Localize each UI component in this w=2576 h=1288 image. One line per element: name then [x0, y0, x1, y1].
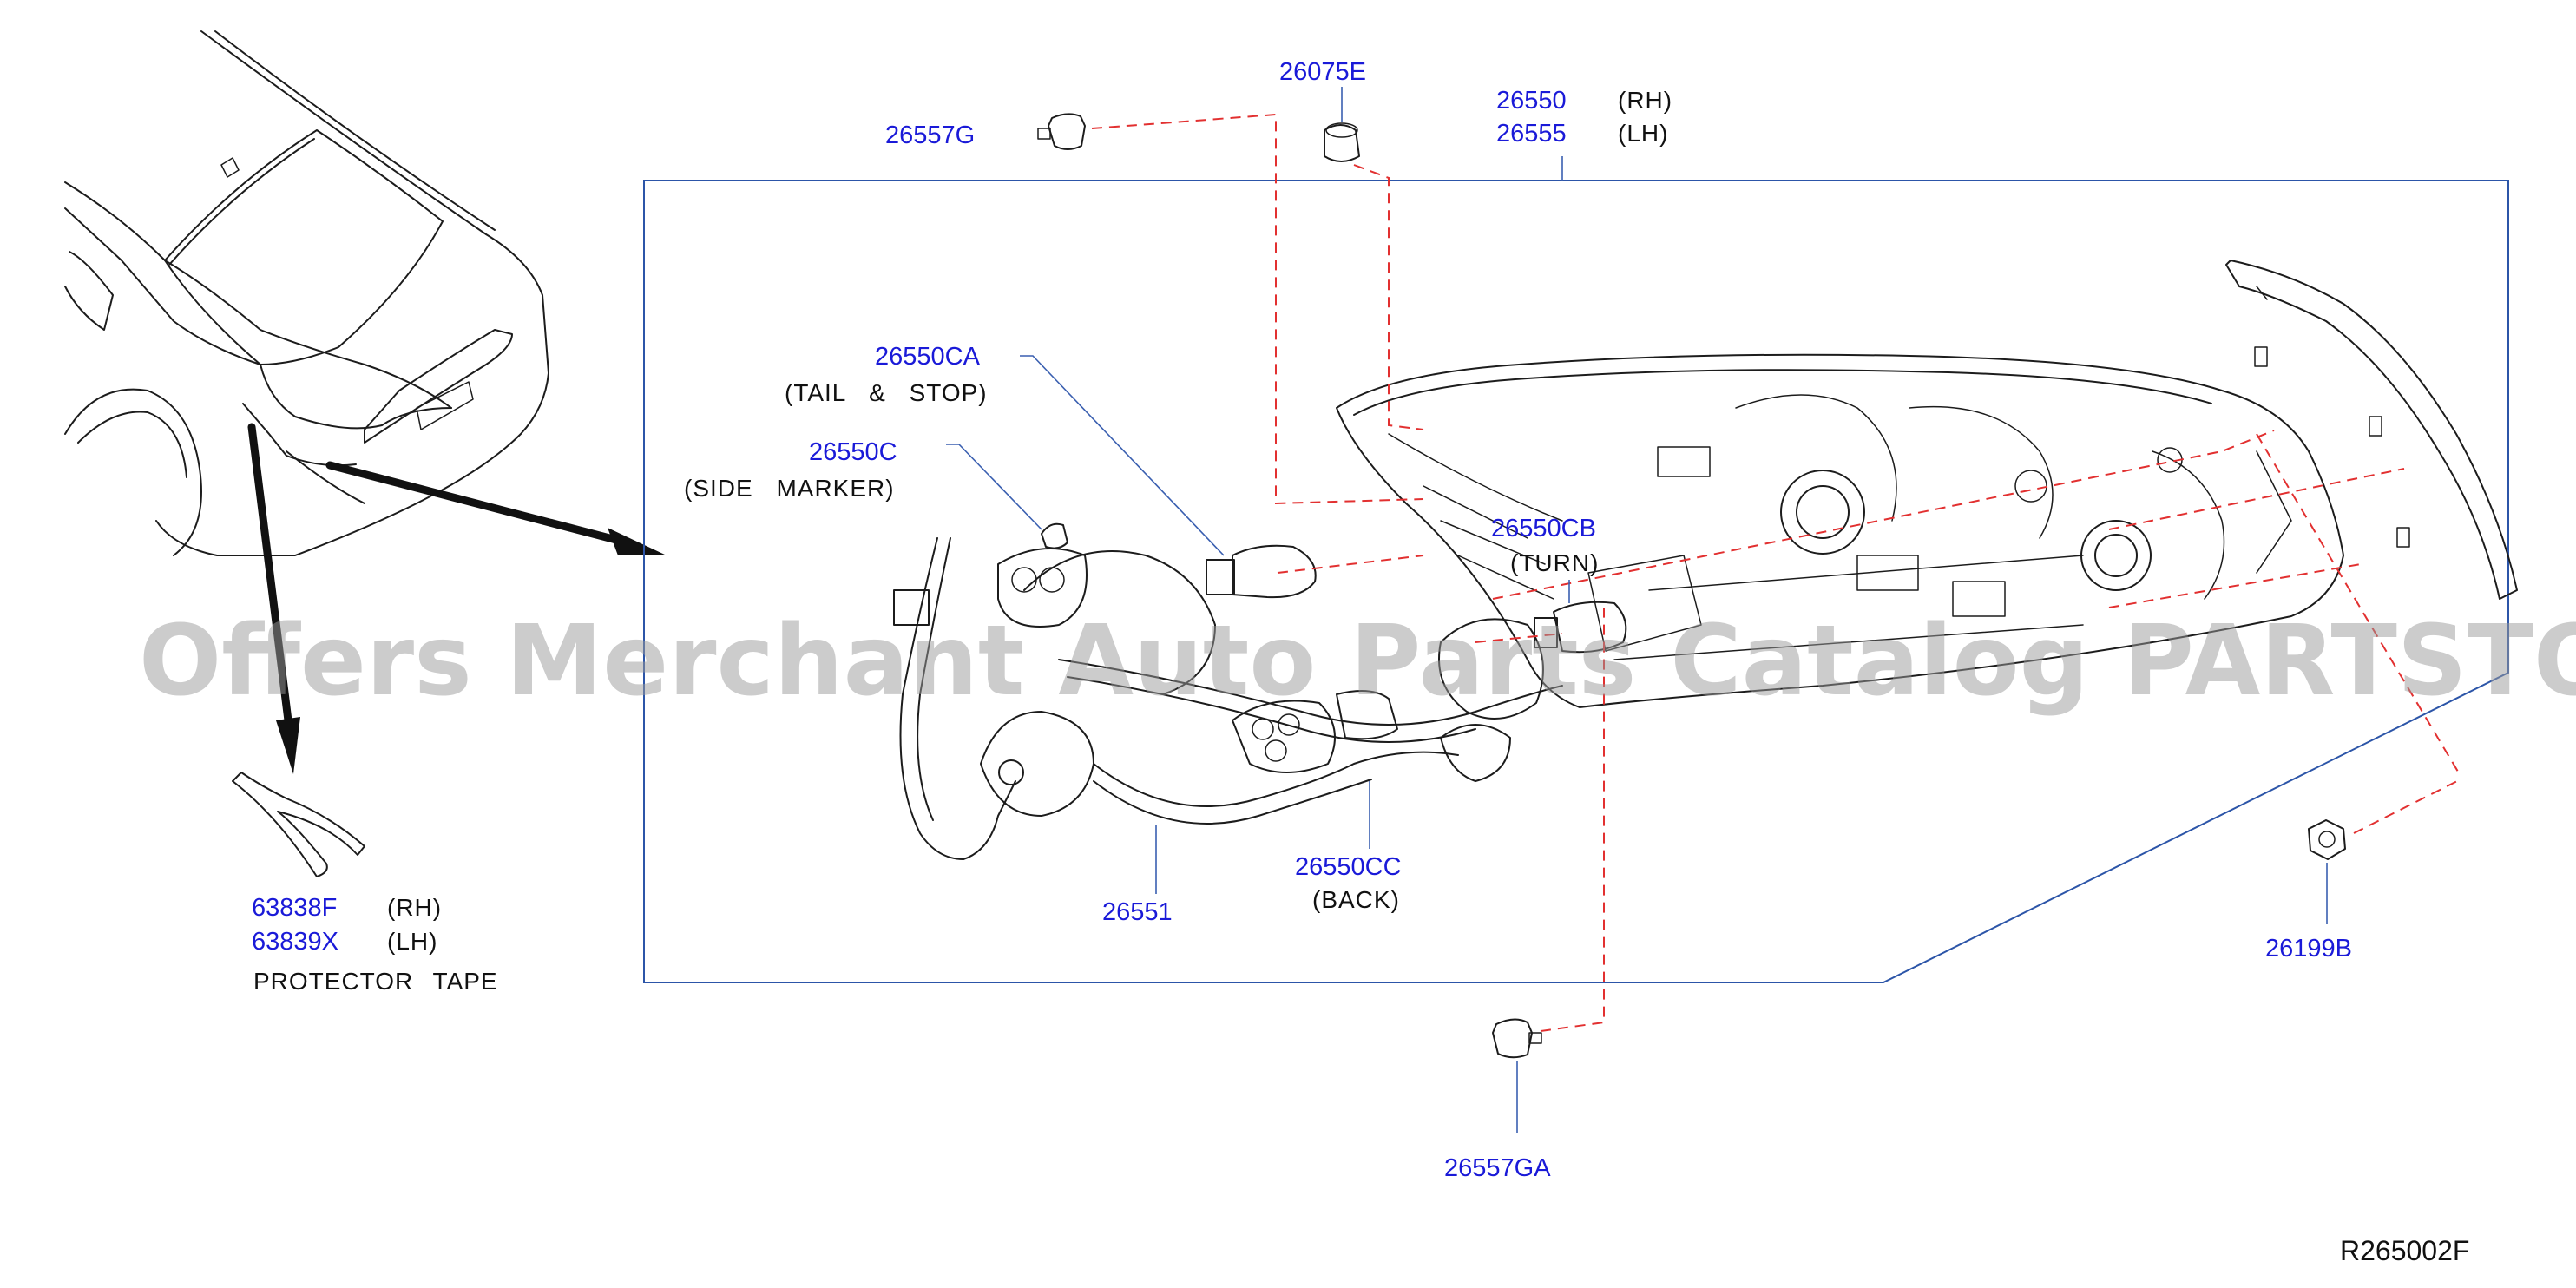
nut-26199B[interactable] — [2308, 819, 2346, 860]
part-number-26550CC[interactable]: 26550CC — [1295, 853, 1402, 881]
car-rear-illustration — [64, 30, 549, 556]
side-label-rh-tape: (RH) — [387, 894, 442, 921]
screw-26075E[interactable] — [1324, 122, 1360, 162]
tail-lamp-housing[interactable] — [1336, 353, 2344, 708]
bulb-26550CA[interactable] — [1206, 544, 1317, 599]
part-number-26550[interactable]: 26550 — [1496, 87, 1567, 115]
part-number-26550CB[interactable]: 26550CB — [1491, 515, 1596, 542]
side-label-rh: (RH) — [1618, 87, 1672, 114]
part-number-26075E[interactable]: 26075E — [1279, 58, 1366, 86]
desc-turn: (TURN) — [1510, 549, 1599, 576]
watermark: Offers Merchant Auto Parts Catalog PARTS… — [139, 605, 2576, 718]
leader-lines — [946, 87, 2328, 1133]
desc-tail-stop: (TAIL & STOP) — [785, 379, 988, 406]
part-number-26557GA[interactable]: 26557GA — [1444, 1154, 1551, 1182]
part-number-26199B[interactable]: 26199B — [2265, 935, 2352, 963]
bulb-26550CB[interactable] — [1534, 601, 1627, 654]
part-number-26555[interactable]: 26555 — [1496, 120, 1567, 148]
side-trim-strip[interactable] — [2225, 260, 2518, 600]
part-number-26550CA[interactable]: 26550CA — [875, 343, 981, 371]
desc-protector-tape: PROTECTOR TAPE — [253, 968, 498, 995]
clip-26557G[interactable] — [1037, 113, 1086, 150]
diagram-reference: R265002F — [2340, 1235, 2469, 1266]
desc-back: (BACK) — [1312, 886, 1400, 913]
protector-tape-part[interactable] — [232, 772, 365, 877]
part-number-63838F[interactable]: 63838F — [252, 894, 337, 922]
assembly-frame — [643, 180, 2509, 983]
clip-26557GA[interactable] — [1492, 1018, 1542, 1059]
part-number-26557G[interactable]: 26557G — [885, 122, 975, 149]
desc-side-marker: (SIDE MARKER) — [684, 475, 895, 502]
part-number-26551[interactable]: 26551 — [1102, 898, 1173, 926]
installation-lines — [1091, 113, 2461, 1032]
side-label-lh: (LH) — [1618, 120, 1668, 147]
wiring-harness[interactable] — [893, 537, 1563, 860]
part-number-63839X[interactable]: 63839X — [252, 928, 338, 956]
pointer-arrows — [247, 423, 667, 774]
bulb-26550C[interactable] — [1041, 522, 1068, 549]
part-number-26550C[interactable]: 26550C — [809, 438, 897, 466]
side-label-lh-tape: (LH) — [387, 928, 437, 955]
